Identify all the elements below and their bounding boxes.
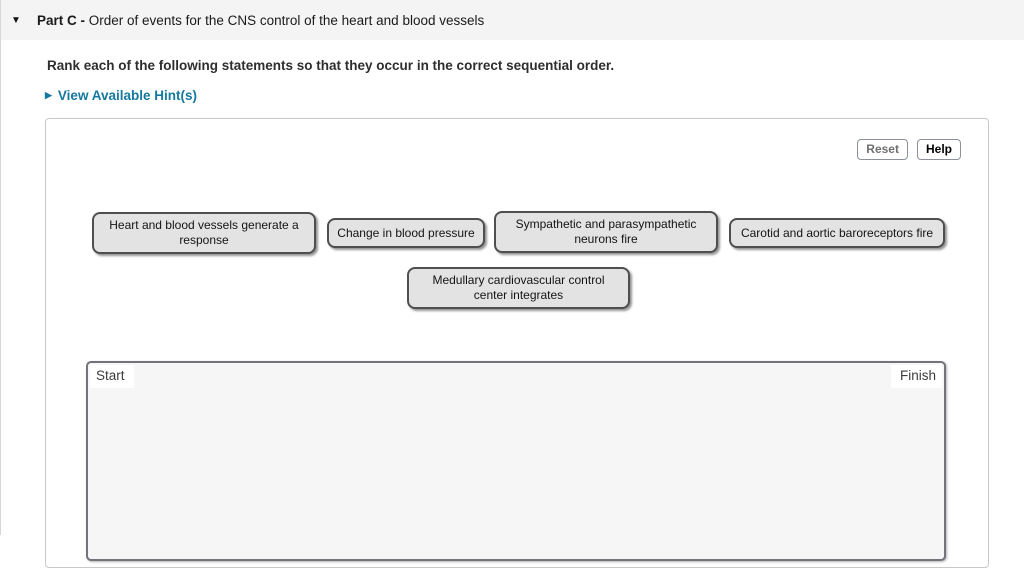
part-header: ▼ Part C - Order of events for the CNS c… bbox=[1, 0, 1024, 40]
part-title-text: Order of events for the CNS control of t… bbox=[88, 12, 485, 28]
part-title: Part C - Order of events for the CNS con… bbox=[37, 13, 484, 28]
collapse-triangle-icon[interactable]: ▼ bbox=[11, 14, 21, 26]
activity-toolbar: Reset Help bbox=[857, 139, 961, 160]
tile-change-blood-pressure[interactable]: Change in blood pressure bbox=[327, 218, 485, 248]
dropzone-start-label: Start bbox=[90, 365, 134, 388]
instruction-text: Rank each of the following statements so… bbox=[47, 58, 615, 73]
dropzone-finish-label: Finish bbox=[890, 365, 942, 388]
tile-sympathetic-parasympathetic-fire[interactable]: Sympathetic and parasympathetic neurons … bbox=[494, 211, 718, 253]
hint-link-label: View Available Hint(s) bbox=[57, 88, 197, 103]
reset-button[interactable]: Reset bbox=[857, 139, 908, 160]
ranking-activity-panel: Reset Help Heart and blood vessels gener… bbox=[45, 118, 989, 568]
hint-arrow-icon: ▶ bbox=[45, 90, 52, 100]
tile-medullary-cv-center[interactable]: Medullary cardiovascular control center … bbox=[407, 267, 630, 309]
view-hints-link[interactable]: ▶ View Available Hint(s) bbox=[45, 88, 197, 103]
tile-heart-vessels-response[interactable]: Heart and blood vessels generate a respo… bbox=[92, 212, 316, 254]
part-title-label: Part C - bbox=[37, 12, 86, 28]
tile-carotid-aortic-baroreceptors[interactable]: Carotid and aortic baroreceptors fire bbox=[729, 218, 945, 248]
help-button[interactable]: Help bbox=[916, 139, 961, 160]
ranking-dropzone[interactable]: Start Finish bbox=[86, 361, 946, 561]
